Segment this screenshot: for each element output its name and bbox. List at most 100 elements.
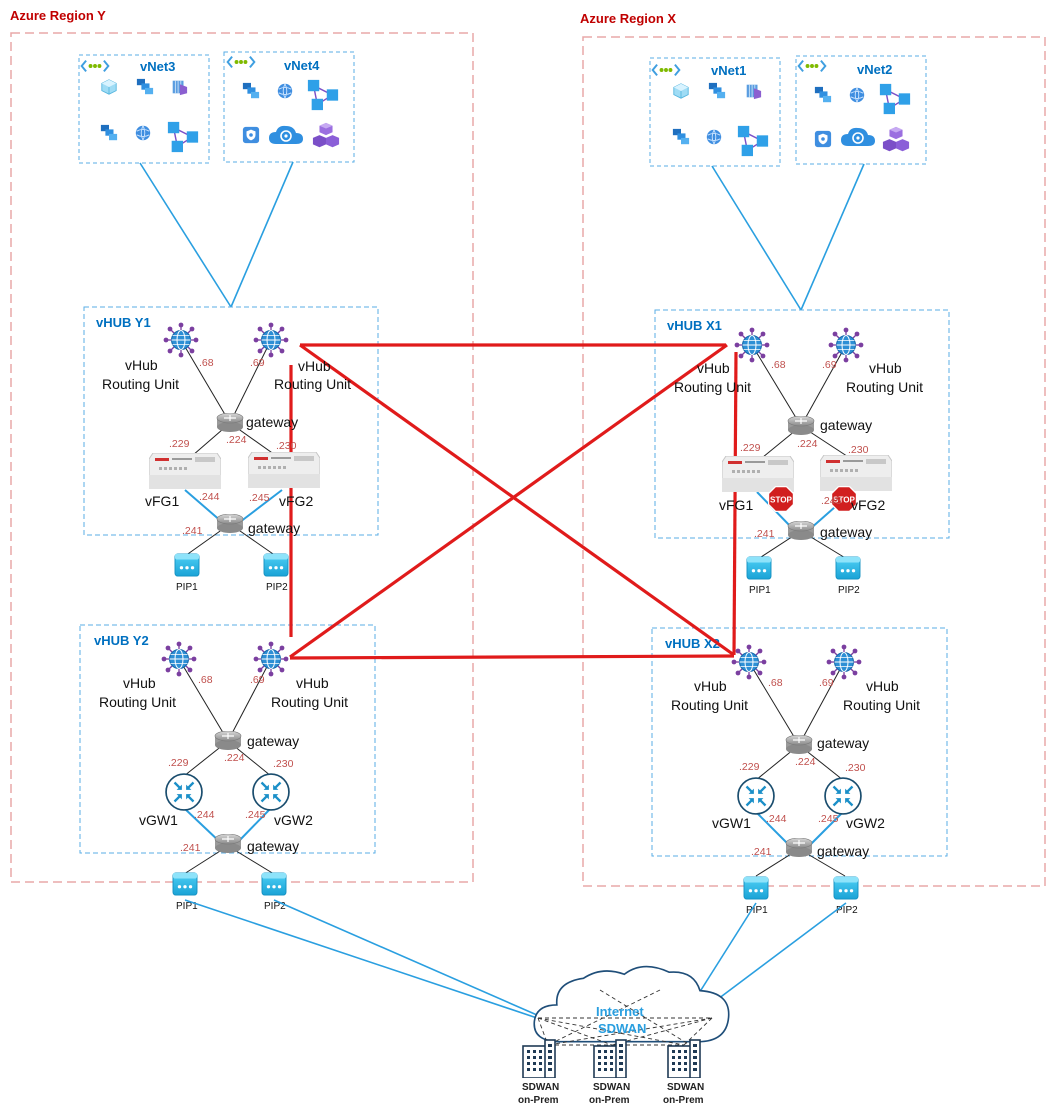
routing-unit-label: Routing Unit <box>846 379 923 395</box>
ip-label: .245 <box>821 495 842 507</box>
resource-group-icon <box>882 126 910 152</box>
gateway-label: gateway <box>246 414 298 430</box>
vnet-peering-links <box>139 161 865 311</box>
ip-label: .224 <box>226 434 247 446</box>
gateway-label: gateway <box>817 843 869 859</box>
gateway-label: gateway <box>247 838 299 854</box>
ip-label: .244 <box>766 813 787 825</box>
ip-label: .68 <box>771 359 786 371</box>
ip-label: .68 <box>199 357 214 369</box>
ip-label: .69 <box>250 357 265 369</box>
security-icon <box>814 130 832 148</box>
vfg1-label: vFG1 <box>145 493 179 509</box>
hub-y2-title: vHUB Y2 <box>94 633 149 648</box>
vpn-gateway-icon <box>737 777 775 815</box>
vfg1-label: vFG1 <box>719 497 753 513</box>
routing-unit-label: Routing Unit <box>99 694 176 710</box>
routing-unit-label: Routing Unit <box>671 697 748 713</box>
ip-label: .68 <box>768 677 783 689</box>
vm-scale-set-icon <box>136 78 154 95</box>
vnet3-title: vNet3 <box>140 59 175 74</box>
vpn-gateway-icon <box>165 773 203 811</box>
vhub-label: vHub <box>869 360 902 376</box>
site-label-line2: on-Prem <box>589 1095 630 1106</box>
pip2-label: PIP2 <box>266 582 288 593</box>
vnet-icon <box>797 59 827 73</box>
web-app-icon <box>277 83 293 99</box>
gateway-icon <box>214 731 242 751</box>
routing-unit-globe-icon <box>734 327 770 363</box>
vnet1-title: vNet1 <box>711 63 746 78</box>
routing-unit-globe-icon <box>826 644 862 680</box>
firewall-appliance-icon <box>248 452 320 488</box>
public-ip-icon <box>261 872 287 896</box>
hub-x2-boundary <box>651 627 948 857</box>
ip-label: .69 <box>819 677 834 689</box>
vpn-gateway-icon <box>824 777 862 815</box>
vnet2-title: vNet2 <box>857 62 892 77</box>
building-icon <box>522 1039 556 1078</box>
ip-label: .230 <box>273 758 294 770</box>
site-label-line2: on-Prem <box>663 1095 704 1106</box>
region-x-boundary <box>582 36 1046 887</box>
vhub-label: vHub <box>125 357 158 373</box>
vgw2-label: vGW2 <box>274 812 313 828</box>
gateway-icon <box>216 413 244 433</box>
device-uplinks <box>183 489 853 848</box>
cloud-line2: SDWAN <box>598 1021 646 1036</box>
vnet4-box: vNet4 <box>223 51 355 163</box>
vhub-label: vHub <box>298 358 331 374</box>
gateway-icon <box>216 514 244 534</box>
site-label-line1: SDWAN <box>667 1082 704 1093</box>
vnet-icon <box>80 59 110 73</box>
web-app-icon <box>849 87 865 103</box>
routing-unit-globe-icon <box>253 641 289 677</box>
gateway-icon <box>785 735 813 755</box>
vhub-label: vHub <box>866 678 899 694</box>
gateway-label: gateway <box>817 735 869 751</box>
vm-scale-set-icon <box>672 128 690 145</box>
pip1-label: PIP1 <box>176 582 198 593</box>
network-topology-icon <box>307 79 339 111</box>
site-label-line2: on-Prem <box>518 1095 559 1106</box>
cube-icon <box>101 79 117 95</box>
public-ip-icon <box>172 872 198 896</box>
hub-y1-boundary <box>83 306 379 536</box>
hub-x1-title: vHUB X1 <box>667 318 722 333</box>
pip1-label: PIP1 <box>176 901 198 912</box>
vnet3-box: vNet3 <box>78 54 210 164</box>
vhub-label: vHub <box>697 360 730 376</box>
ip-label: .230 <box>276 440 297 452</box>
sql-server-icon <box>746 84 762 100</box>
routing-unit-globe-icon <box>731 644 767 680</box>
cloud-service-icon <box>840 127 876 147</box>
vhub-label: vHub <box>123 675 156 691</box>
routing-unit-globe-icon <box>161 641 197 677</box>
routing-unit-label: Routing Unit <box>843 697 920 713</box>
vm-scale-set-icon <box>100 124 118 141</box>
region-y-boundary <box>10 32 474 883</box>
routing-unit-globe-icon <box>253 322 289 358</box>
security-icon <box>242 126 260 144</box>
routing-unit-globe-icon <box>163 322 199 358</box>
ip-label: .224 <box>795 756 816 768</box>
vfg2-label: vFG2 <box>279 493 313 509</box>
ip-label: .229 <box>168 757 189 769</box>
vhub-label: vHub <box>694 678 727 694</box>
public-ip-icon <box>263 553 289 577</box>
gateway-icon <box>787 416 815 436</box>
network-topology-icon <box>167 121 199 153</box>
vnet4-title: vNet4 <box>284 58 320 73</box>
public-ip-icon <box>746 556 772 580</box>
network-topology-icon <box>879 83 911 115</box>
cloud-service-icon <box>268 125 304 145</box>
ip-label: .224 <box>224 752 245 764</box>
vm-scale-set-icon <box>708 82 726 99</box>
hub-x2-title: vHUB X2 <box>665 636 720 651</box>
ip-label: .229 <box>740 442 761 454</box>
ip-label: .244 <box>194 809 215 821</box>
vm-scale-set-icon <box>242 82 260 99</box>
routing-unit-label: Routing Unit <box>674 379 751 395</box>
building-icon <box>667 1039 701 1078</box>
